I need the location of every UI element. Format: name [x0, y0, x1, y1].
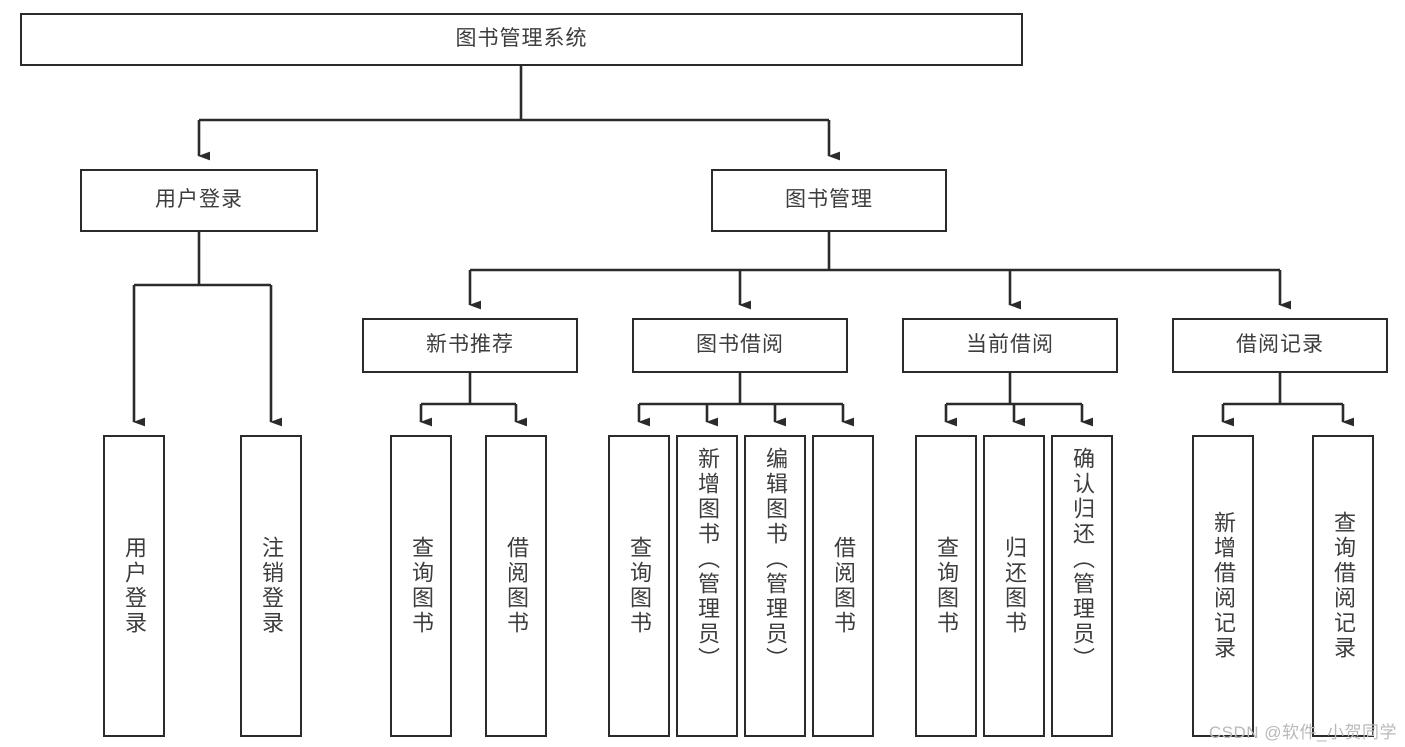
node-root-book-management-system[interactable]: 图书管理系统 — [20, 13, 1023, 66]
node-label: 注销登录 — [259, 536, 284, 636]
node-label: 用户登录 — [155, 188, 243, 212]
node-label: 新书推荐 — [426, 333, 514, 357]
watermark-text: CSDN @软件_小贺同学 — [1208, 723, 1397, 742]
leaf-current-borrow-query-book[interactable]: 查询图书 — [915, 435, 977, 737]
node-label: 查询借阅记录 — [1331, 511, 1356, 661]
node-label: 查询图书 — [409, 536, 434, 636]
node-label: 当前借阅 — [966, 333, 1054, 357]
node-label: 图书借阅 — [696, 333, 784, 357]
node-new-book-recommend[interactable]: 新书推荐 — [362, 318, 578, 373]
leaf-book-borrow-add-book-admin[interactable]: 新增图书（管理员） — [676, 435, 738, 737]
leaf-current-borrow-return-book[interactable]: 归还图书 — [983, 435, 1045, 737]
leaf-new-book-borrow-book[interactable]: 借阅图书 — [485, 435, 547, 737]
leaf-user-login-logout[interactable]: 注销登录 — [240, 435, 302, 737]
leaf-borrow-record-add-record[interactable]: 新增借阅记录 — [1192, 435, 1254, 737]
leaf-current-borrow-confirm-return-admin[interactable]: 确认归还（管理员） — [1051, 435, 1113, 737]
node-label: 查询图书 — [934, 536, 959, 636]
node-label: 图书管理 — [785, 188, 873, 212]
node-label: 图书管理系统 — [455, 27, 588, 51]
node-current-borrow[interactable]: 当前借阅 — [902, 318, 1118, 373]
node-label: 用户登录 — [122, 536, 147, 636]
node-book-borrow[interactable]: 图书借阅 — [632, 318, 848, 373]
leaf-book-borrow-borrow-book[interactable]: 借阅图书 — [812, 435, 874, 737]
node-label: 编辑图书（管理员） — [763, 447, 788, 672]
node-label: 新增图书（管理员） — [695, 447, 720, 672]
node-label: 借阅记录 — [1236, 333, 1324, 357]
node-label: 查询图书 — [627, 536, 652, 636]
node-label: 归还图书 — [1002, 536, 1027, 636]
node-borrow-record[interactable]: 借阅记录 — [1172, 318, 1388, 373]
node-label: 借阅图书 — [831, 536, 856, 636]
leaf-user-login-login[interactable]: 用户登录 — [103, 435, 165, 737]
node-label: 新增借阅记录 — [1211, 511, 1236, 661]
leaf-new-book-query-book[interactable]: 查询图书 — [390, 435, 452, 737]
node-book-management[interactable]: 图书管理 — [711, 169, 947, 232]
node-label: 确认归还（管理员） — [1070, 447, 1095, 672]
node-label: 借阅图书 — [504, 536, 529, 636]
leaf-borrow-record-query-record[interactable]: 查询借阅记录 — [1312, 435, 1374, 737]
node-user-login[interactable]: 用户登录 — [80, 169, 318, 232]
leaf-book-borrow-edit-book-admin[interactable]: 编辑图书（管理员） — [744, 435, 806, 737]
leaf-book-borrow-query-book[interactable]: 查询图书 — [608, 435, 670, 737]
